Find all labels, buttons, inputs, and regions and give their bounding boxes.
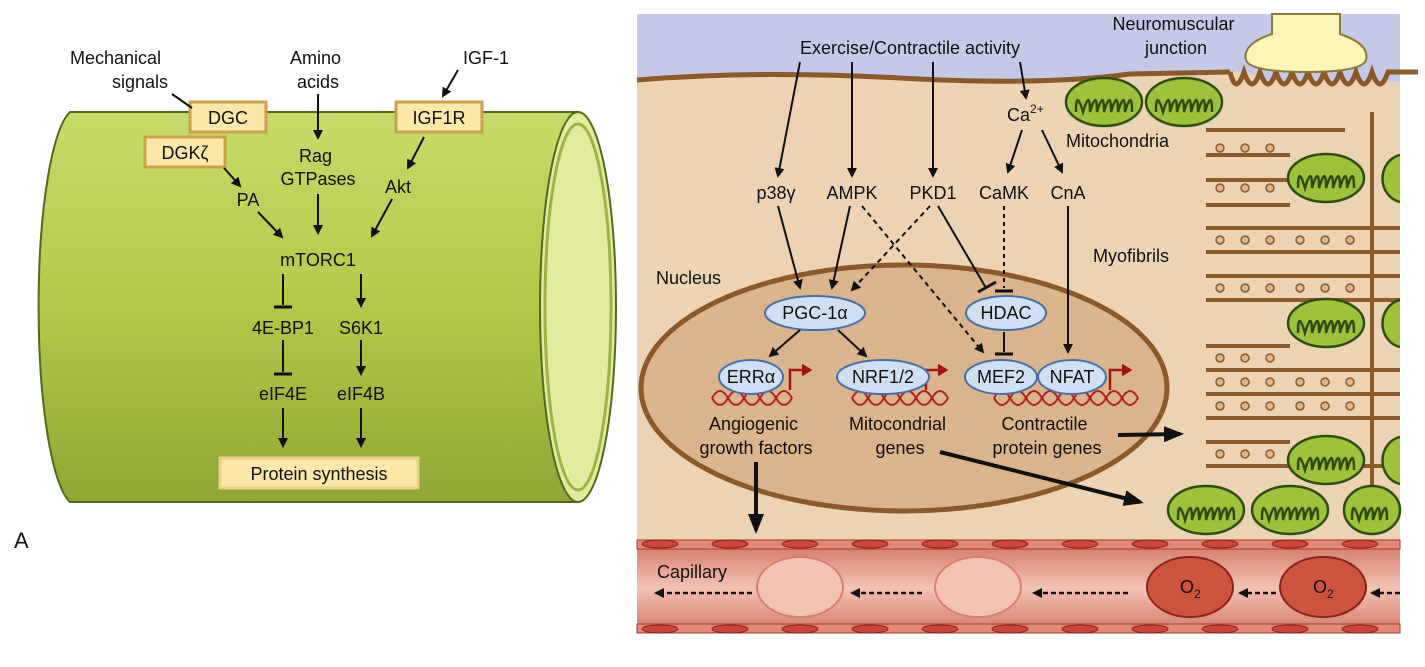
rbc-2: [934, 556, 1022, 618]
panel-letter-a: A: [14, 528, 29, 553]
nmj-label: Neuromuscular junction: [1112, 14, 1239, 58]
contractile-genes-label: Contractile protein genes: [992, 414, 1101, 458]
mitochondrion-5: [1286, 434, 1366, 486]
mitochondrion-8: [1342, 484, 1402, 536]
mtorc1-label: mTORC1: [280, 250, 356, 270]
hdac-node: [965, 295, 1047, 331]
rbc-1: [756, 556, 844, 618]
exercise-label: Exercise/Contractile activity: [800, 38, 1020, 58]
nfat-node: [1037, 359, 1107, 395]
nrf-label: NRF1/2: [852, 367, 914, 387]
mitochondrion-edge-3: [1381, 435, 1401, 486]
mechanical-signals-label: Mechanical signals: [70, 48, 168, 92]
4ebp1-label: 4E-BP1: [252, 318, 314, 338]
pgc-label: PGC-1α: [782, 303, 847, 323]
mitochondrial-genes-label: Mitocondrial genes: [849, 414, 951, 458]
panel-b: Neuromuscular junction: [636, 13, 1418, 653]
camk-label: CaMK: [979, 183, 1029, 203]
o2-label-2: O2: [1313, 577, 1334, 601]
angiogenic-label: Angiogenic growth factors: [699, 414, 812, 458]
mitochondrion-7: [1250, 484, 1330, 536]
capillary-gaps: [639, 638, 1351, 653]
myofibrils-label: Myofibrils: [1093, 246, 1169, 266]
pkd1-label: PKD1: [909, 183, 956, 203]
rag-gtpases-label: Rag GTPases: [280, 146, 355, 189]
myofibril-beads: [1215, 143, 1355, 459]
pa-label: PA: [237, 190, 260, 210]
myofibrils: [1206, 112, 1400, 490]
cna-label: CnA: [1050, 183, 1085, 203]
hdac-label: HDAC: [980, 303, 1031, 323]
mitochondrion-1: [1064, 76, 1144, 128]
endothelial-cells: [641, 539, 1379, 634]
eif4b-label: eIF4B: [337, 384, 385, 404]
mitochondrion-edge-2: [1381, 298, 1401, 349]
nfat-label: NFAT: [1050, 367, 1095, 387]
mitochondrion-4: [1286, 297, 1366, 349]
amino-acids-label: Amino acids: [290, 48, 346, 92]
protein-synthesis-box: [218, 456, 420, 490]
eif4e-label: eIF4E: [259, 384, 307, 404]
erra-node: [718, 359, 784, 395]
igf1r-box: [394, 100, 484, 134]
pgc-node: [764, 295, 866, 331]
panel-a: Mechanical signals Amino acids IGF-1 DGC…: [14, 48, 617, 553]
dna-helices: [711, 390, 1139, 406]
panel-a-arrows: [171, 69, 459, 448]
akt-label: Akt: [385, 177, 411, 197]
output-arrows: [748, 426, 1184, 534]
o2-label-1: O2: [1180, 577, 1201, 601]
nucleus-label: Nucleus: [656, 268, 721, 288]
cylinder-rim: [543, 122, 613, 492]
igf1r-label: IGF1R: [412, 108, 465, 128]
protein-synthesis-label: Protein synthesis: [250, 464, 387, 484]
mitochondrion-3: [1286, 152, 1366, 204]
dgk-label: DGKζ: [162, 143, 209, 163]
mitochondria-label: Mitochondria: [1066, 131, 1170, 151]
s6k1-label: S6K1: [339, 318, 383, 338]
mef2-label: MEF2: [977, 367, 1025, 387]
rbc-3-oxygenated: [1146, 556, 1234, 618]
igf1-label: IGF-1: [463, 48, 509, 68]
nerve-terminal: [1244, 13, 1368, 74]
nrf-node: [836, 359, 930, 395]
rbc-4-oxygenated: [1279, 556, 1367, 618]
ca-label: Ca2+: [1007, 102, 1044, 125]
capillary-label: Capillary: [657, 562, 727, 582]
cylinder-end: [539, 111, 617, 503]
ampk-label: AMPK: [826, 183, 877, 203]
p38-label: p38γ: [756, 183, 795, 203]
sarcolemma: [636, 69, 1231, 84]
dgk-box: [143, 135, 227, 169]
dgc-label: DGC: [208, 108, 248, 128]
erra-label: ERRα: [727, 367, 775, 387]
panel-b-arrows: [768, 61, 1073, 358]
mitochondrion-edge-1: [1381, 153, 1401, 204]
mitochondrion-2: [1144, 76, 1224, 128]
dgc-box: [188, 100, 268, 134]
mitochondria-group: [1064, 76, 1402, 536]
mitochondrion-6: [1166, 484, 1246, 536]
